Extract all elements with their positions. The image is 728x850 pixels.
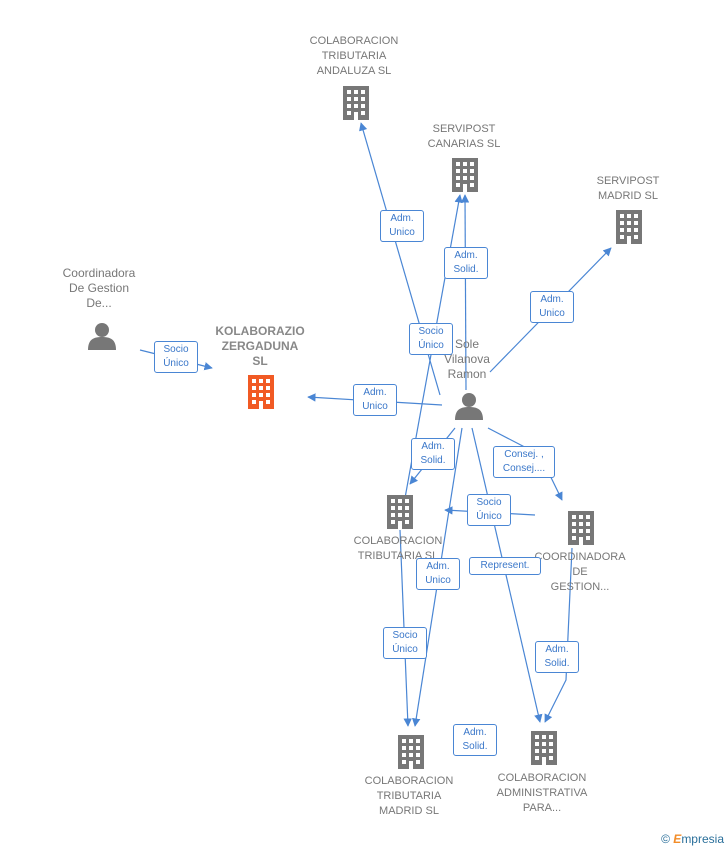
edge-label-consej-coordinadora[interactable]: Consej. , Consej....: [493, 446, 555, 478]
node-label-administrativa[interactable]: COLABORACION ADMINISTRATIVA PARA...: [496, 772, 588, 814]
node-label-servipost-madrid[interactable]: SERVIPOST MADRID SL: [596, 175, 660, 202]
brand-logo-initial: E: [673, 832, 682, 846]
edge-label-adm-solid-canarias[interactable]: Adm. Solid.: [444, 247, 488, 279]
edge-sole-administrativa: [471, 427, 543, 723]
edge-label-socio-unico-madrid[interactable]: Socio Único: [383, 627, 427, 659]
node-label-coordinadora-person[interactable]: Coordinadora De Gestion De...: [62, 266, 136, 310]
edge-label-adm-unico-madrid[interactable]: Adm. Unico: [416, 558, 460, 590]
empresia-brand[interactable]: © Empresia: [661, 832, 724, 846]
edge-label-adm-solid-tributaria[interactable]: Adm. Solid.: [411, 438, 455, 470]
building-icon-madrid[interactable]: [398, 735, 424, 769]
building-icon-coordinadora[interactable]: [568, 511, 594, 545]
building-icon-administrativa[interactable]: [531, 731, 557, 765]
edge-label-adm-solid-administrativa-b[interactable]: Adm. Solid.: [453, 724, 497, 756]
edge-label-socio-unico-canarias[interactable]: Socio Único: [409, 323, 453, 355]
node-label-sole[interactable]: Sole Vilanova Ramon: [444, 337, 490, 381]
node-label-andaluza[interactable]: COLABORACION TRIBUTARIA ANDALUZA SL: [309, 35, 399, 77]
edge-label-socio-unico-tributaria[interactable]: Socio Único: [467, 494, 511, 526]
copyright-icon: ©: [661, 832, 670, 846]
building-icon-kolaborazio[interactable]: [248, 375, 274, 409]
node-label-canarias[interactable]: SERVIPOST CANARIAS SL: [427, 123, 501, 150]
edge-label-adm-unico-andaluza[interactable]: Adm. Unico: [380, 210, 424, 242]
node-label-kolaborazio[interactable]: KOLABORAZIO ZERGADUNA SL: [215, 324, 305, 368]
node-label-coordinadora-gestion[interactable]: COORDINADORA DE GESTION...: [534, 551, 626, 593]
person-icon-sole[interactable]: [455, 393, 483, 420]
edges: [139, 122, 612, 727]
building-icon-tributaria[interactable]: [387, 495, 413, 529]
edge-label-adm-unico-kolaborazio[interactable]: Adm. Unico: [353, 384, 397, 416]
edge-coordinadora-administrativa: [544, 547, 573, 723]
building-icon-canarias[interactable]: [452, 158, 478, 192]
brand-logo-name: mpresia: [681, 832, 724, 846]
edge-label-represent-administrativa[interactable]: Represent.: [469, 557, 541, 575]
building-icon-servipost-madrid[interactable]: [616, 210, 642, 244]
edge-label-socio-unico-kolaborazio[interactable]: Socio Único: [154, 341, 198, 373]
building-icon-andaluza[interactable]: [343, 86, 369, 120]
node-label-madrid[interactable]: COLABORACION TRIBUTARIA MADRID SL: [364, 775, 454, 817]
edge-label-adm-solid-administrativa-a[interactable]: Adm. Solid.: [535, 641, 579, 673]
edge-label-adm-unico-servipost-madrid[interactable]: Adm. Unico: [530, 291, 574, 323]
person-icon-coordinadora[interactable]: [88, 323, 116, 350]
edge-sole-canarias-a: [460, 194, 470, 391]
